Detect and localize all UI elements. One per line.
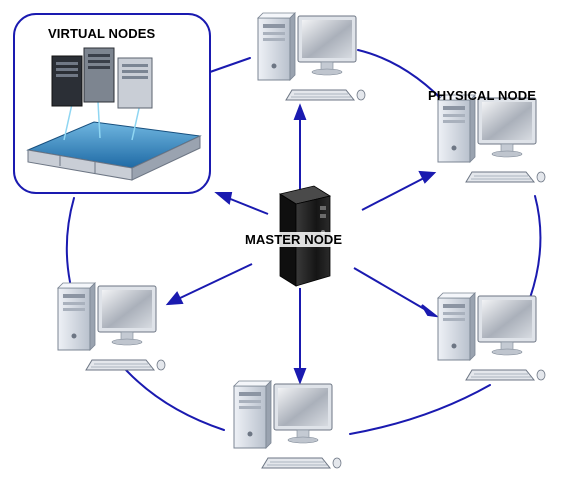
ring-link-virtual-top <box>209 57 251 73</box>
virtual-nodes-label: VIRTUAL NODES <box>48 26 156 41</box>
arrow-to-left-node <box>177 263 253 300</box>
master-arrows <box>165 103 440 385</box>
desktop-computer-icon <box>233 380 342 469</box>
desktop-computer-icon <box>257 12 366 101</box>
desktop-computer-icon <box>437 94 546 183</box>
desktop-computer-icon <box>57 282 166 371</box>
arrowhead-right <box>421 304 440 318</box>
arrowhead-left <box>165 291 184 306</box>
server-rack-icon <box>26 47 202 181</box>
ring-link-physical-right <box>529 195 542 299</box>
arrow-to-right-node <box>353 267 427 311</box>
arrowhead-virtual <box>214 192 233 205</box>
arrowhead-physical <box>418 170 437 184</box>
desktop-computer-icon <box>437 292 546 381</box>
arrow-to-physical-node <box>361 177 425 211</box>
master-node-label: MASTER NODE <box>243 232 345 247</box>
ring-connections <box>65 49 542 435</box>
arrow-to-virtual-nodes <box>227 197 269 215</box>
arrowhead-bottom <box>293 368 307 385</box>
physical-node-label: PHYSICAL NODE <box>428 88 536 103</box>
arrowhead-top <box>293 103 307 120</box>
ring-link-left-virtual <box>65 197 75 283</box>
ring-link-right-bottom <box>349 384 491 435</box>
ring-link-bottom-left <box>125 369 225 431</box>
